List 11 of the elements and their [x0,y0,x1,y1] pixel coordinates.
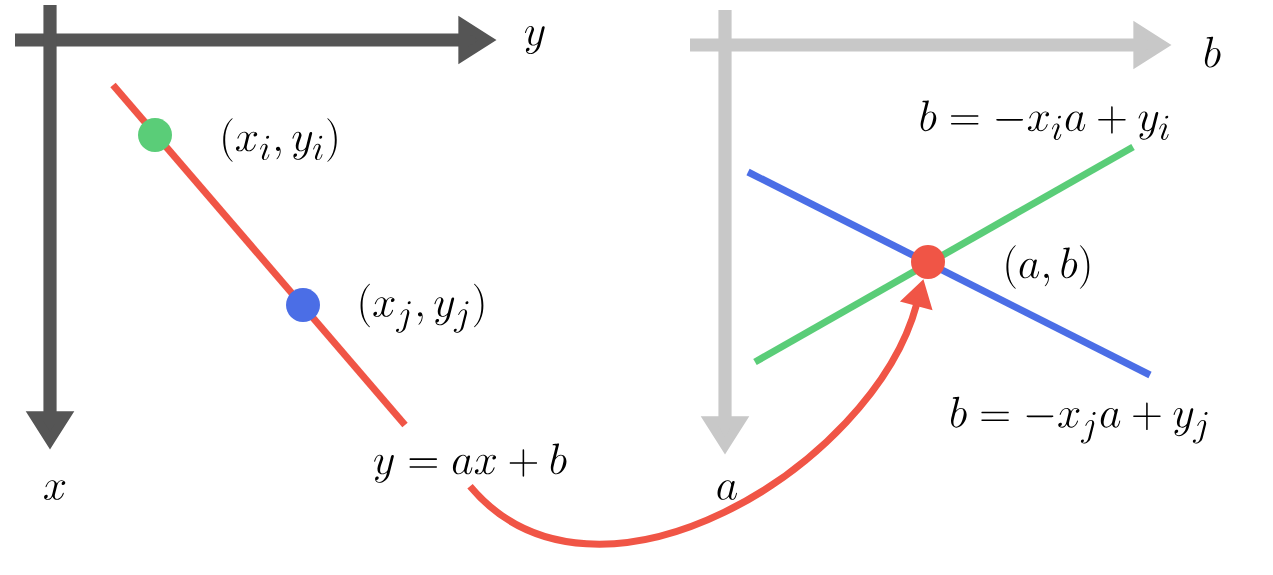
axis-label: $x$ [44,480,66,500]
point-label: $(a, b)$ [1006,245,1090,289]
point-label: $(x_i, y_i)$ [223,118,337,162]
point-label: $(x_j, y_j)$ [360,283,484,333]
equation-label: $y = ax + b$ [374,443,567,483]
equation-label: $b = -x_j a + y_j$ [951,396,1208,444]
axis-label: $y$ [524,25,545,55]
point-dot [911,245,945,279]
axis-label: $a$ [717,480,737,500]
axis-label: $b$ [1204,36,1221,68]
equation-label: $b = -x_i a + y_i$ [920,100,1169,140]
